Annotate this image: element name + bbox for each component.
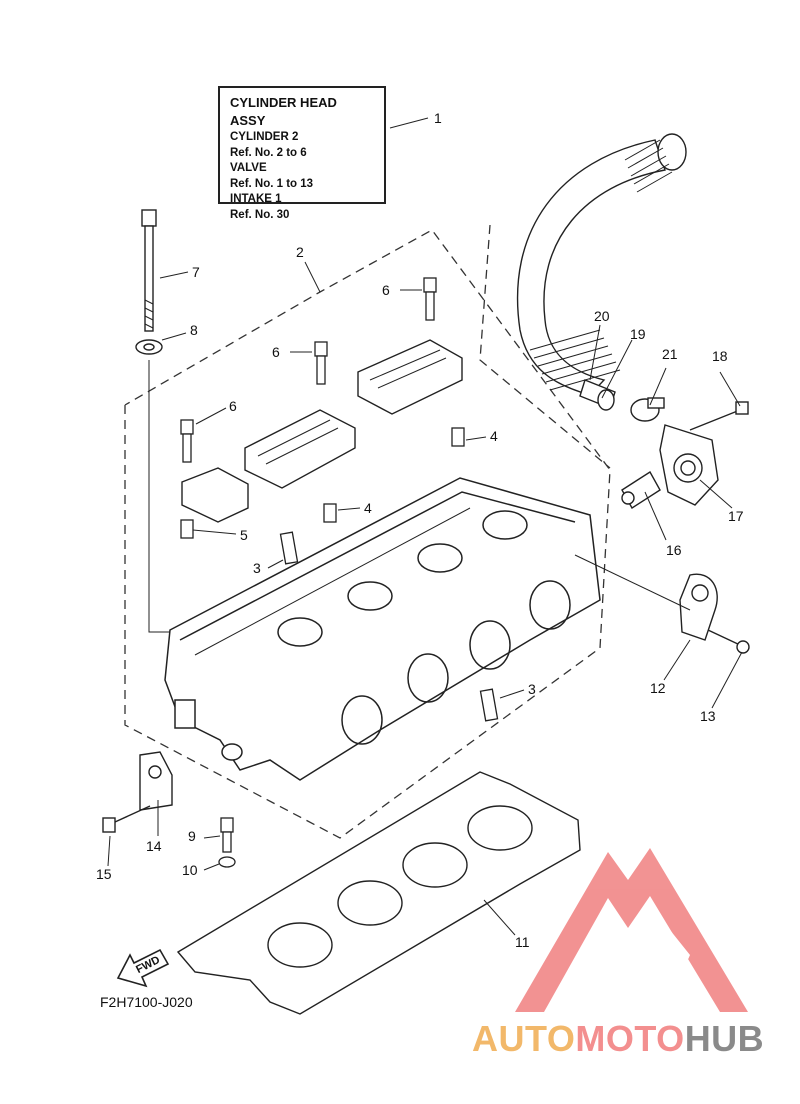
hose-20 <box>516 133 687 396</box>
callout-16: 16 <box>666 542 682 558</box>
info-box-line: CYLINDER 2 <box>230 131 299 143</box>
camshaft-cap-lower <box>181 467 249 523</box>
dowel-4-a <box>451 427 465 447</box>
bracket-12 <box>679 573 718 641</box>
callout-15: 15 <box>96 866 112 882</box>
watermark-text: AUTOMOTOHUB <box>472 1018 764 1060</box>
callout-9: 9 <box>188 828 196 844</box>
info-box: CYLINDER HEAD ASSY CYLINDER 2 Ref. No. 2… <box>218 86 386 221</box>
callout-6: 6 <box>229 398 237 414</box>
bolt-6-c <box>180 419 194 463</box>
bolt-9 <box>220 817 234 853</box>
clamp-21 <box>630 397 665 422</box>
callout-14: 14 <box>146 838 162 854</box>
assembly-boundary <box>124 229 611 839</box>
bolt-7-leader <box>148 360 180 633</box>
callout-3: 3 <box>528 681 536 697</box>
info-box-title: CYLINDER HEAD ASSY <box>230 95 337 128</box>
watermark-part-2: MOTO <box>575 1018 685 1059</box>
head-gasket-11 <box>176 771 581 1015</box>
washer-10 <box>218 856 236 868</box>
thermostat-housing-17 <box>659 424 719 506</box>
sensor-16 <box>621 471 661 509</box>
camshaft-cap-upper <box>357 339 463 415</box>
callout-7: 7 <box>192 264 200 280</box>
callout-6: 6 <box>272 344 280 360</box>
callout-6: 6 <box>382 282 390 298</box>
callout-10: 10 <box>182 862 198 878</box>
callout-20: 20 <box>594 308 610 324</box>
callout-19: 19 <box>630 326 646 342</box>
fwd-arrow-icon <box>116 948 170 988</box>
hose-boundary <box>479 224 611 469</box>
info-box-line: INTAKE 1 <box>230 193 282 205</box>
callout-18: 18 <box>712 348 728 364</box>
callout-4: 4 <box>490 428 498 444</box>
callout-4: 4 <box>364 500 372 516</box>
watermark-part-3: HUB <box>684 1018 765 1059</box>
bolt-13 <box>707 629 750 654</box>
washer-8 <box>135 339 163 355</box>
callout-leaders <box>107 117 743 936</box>
info-box-line: Ref. No. 30 <box>230 208 290 221</box>
callout-3: 3 <box>253 560 261 576</box>
info-box-line: Ref. No. 2 to 6 <box>230 146 307 159</box>
watermark-part-1: AUTO <box>472 1018 576 1059</box>
bolt-18 <box>689 401 749 431</box>
callout-21: 21 <box>662 346 678 362</box>
watermark-logo <box>515 848 748 1012</box>
callout-8: 8 <box>190 322 198 338</box>
bolt-7 <box>141 209 157 332</box>
camshaft-cap-middle <box>244 409 356 489</box>
bolt-6-b <box>314 341 328 385</box>
plug-3-b <box>479 688 499 722</box>
callout-2: 2 <box>296 244 304 260</box>
callout-13: 13 <box>700 708 716 724</box>
callout-12: 12 <box>650 680 666 696</box>
callout-17: 17 <box>728 508 744 524</box>
info-box-line: VALVE <box>230 162 267 174</box>
dowel-4-b <box>323 503 337 523</box>
plug-3-a <box>279 531 299 565</box>
bracket-14 <box>139 751 173 811</box>
info-box-line: Ref. No. 1 to 13 <box>230 177 314 190</box>
diagram-code: F2H7100-J020 <box>100 994 193 1010</box>
cylinder-head <box>164 477 601 781</box>
callout-11: 11 <box>515 934 530 950</box>
dowel-5 <box>180 519 194 539</box>
pipe-19 <box>579 379 616 411</box>
bolt-15 <box>102 805 151 833</box>
bolt-6-a <box>423 277 437 321</box>
callout-5: 5 <box>240 527 248 543</box>
callout-1: 1 <box>434 110 442 126</box>
